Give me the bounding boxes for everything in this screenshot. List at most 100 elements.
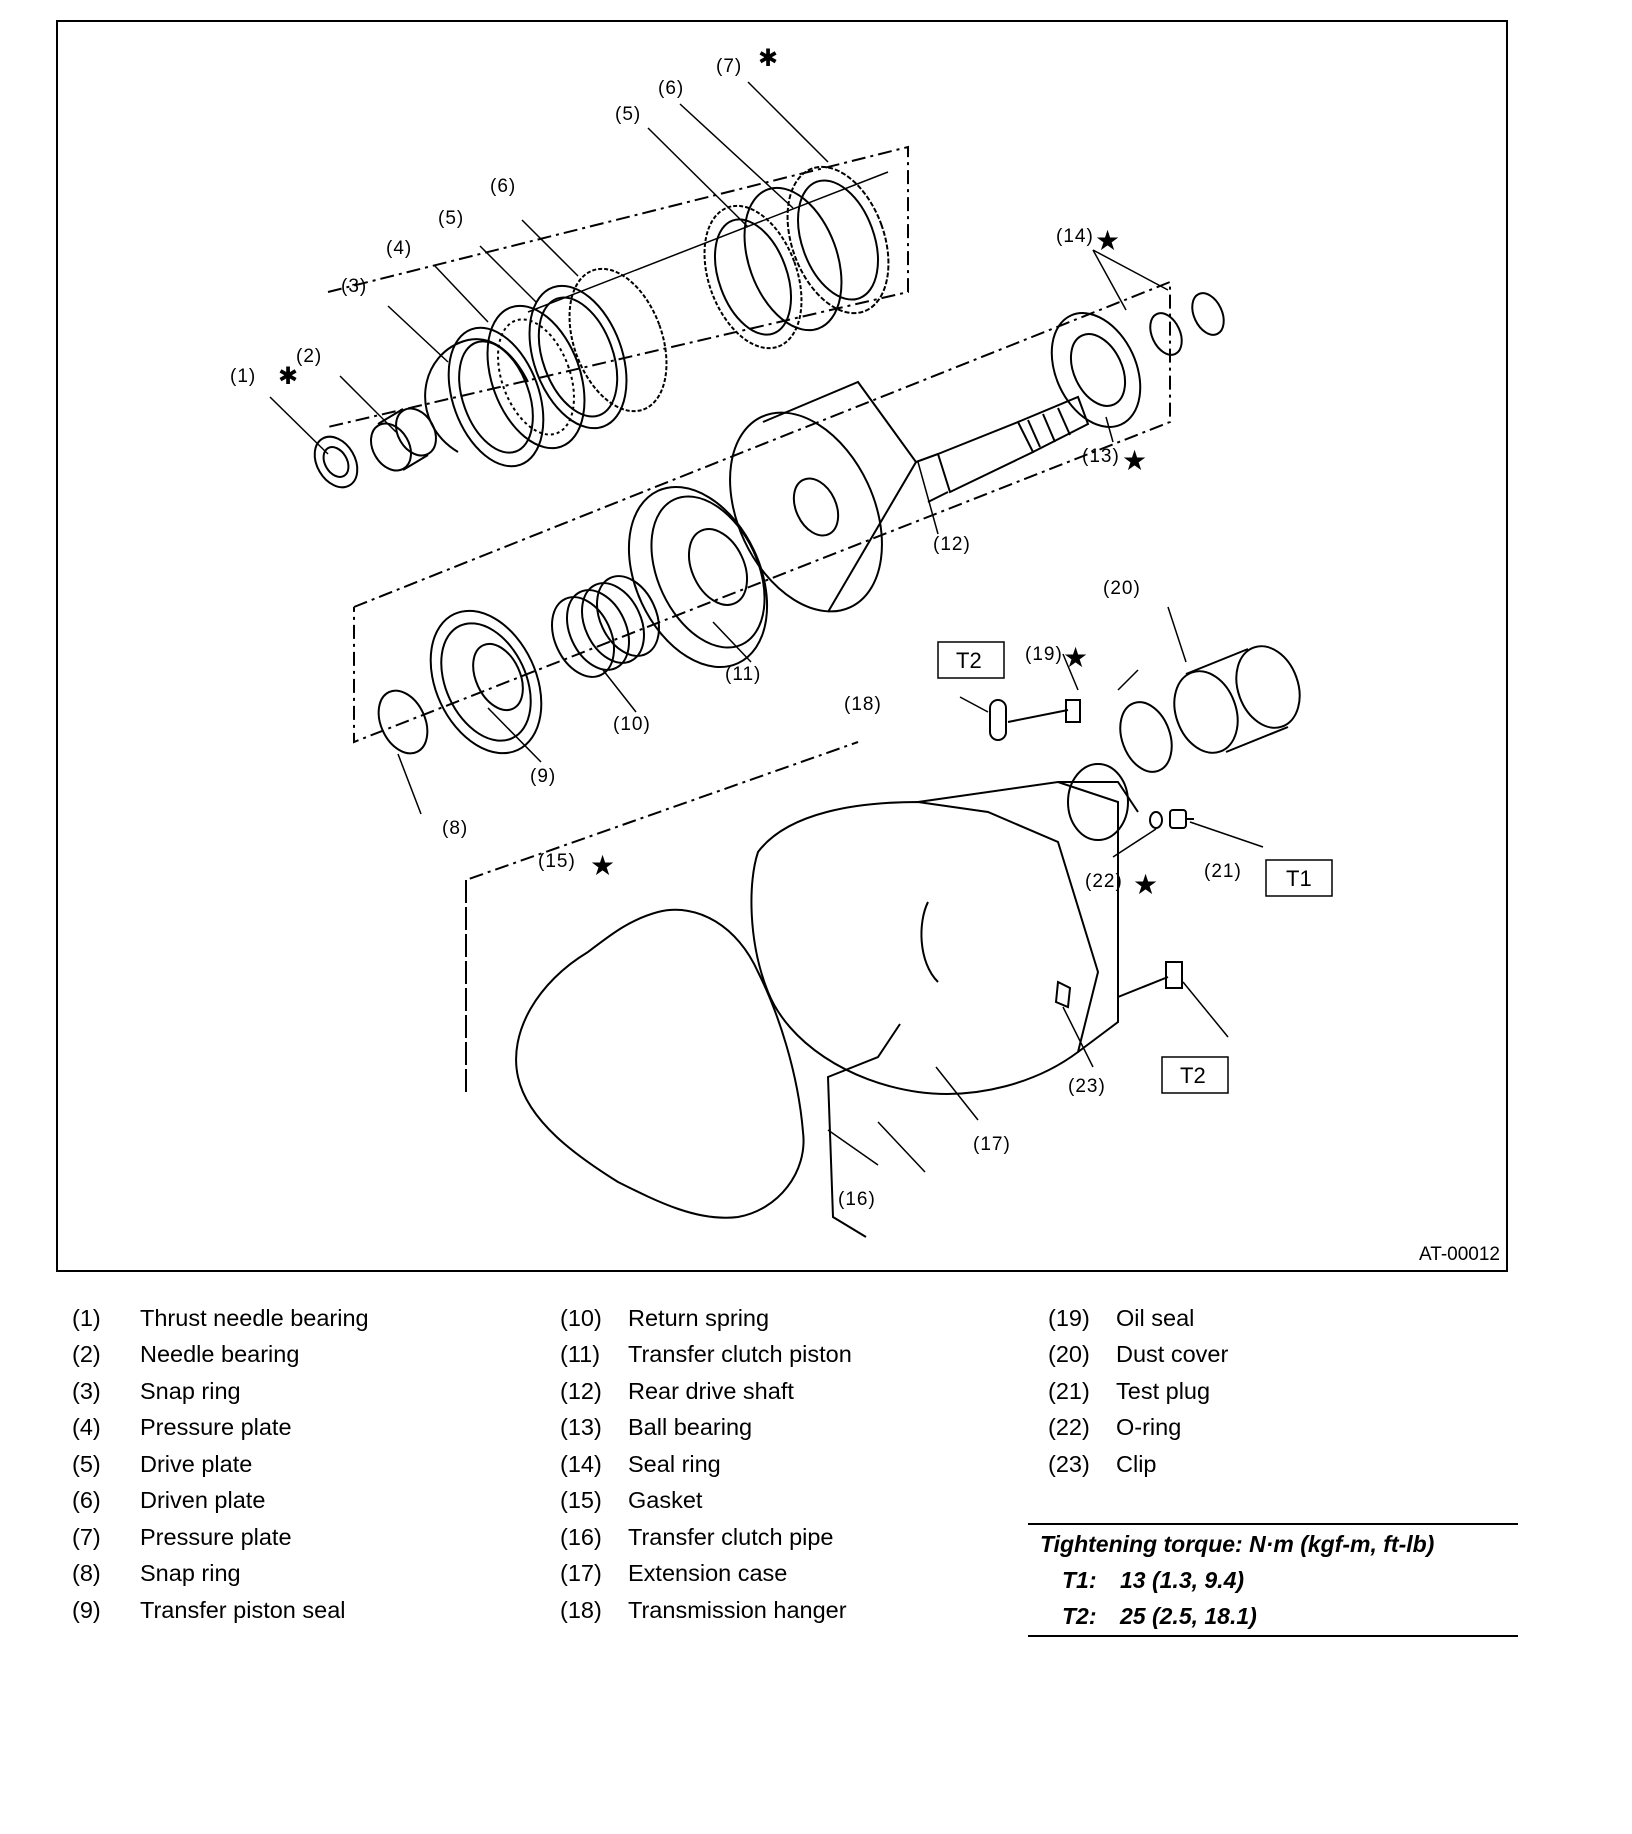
transmission-hanger [989, 699, 1081, 741]
callout-13: (13) [1082, 446, 1120, 467]
list-item: (14)Seal ring [560, 1450, 721, 1477]
list-item: (20)Dust cover [1048, 1341, 1229, 1368]
list-item: (1)Thrust needle bearing [72, 1304, 369, 1331]
callout-1: (1) [230, 366, 256, 387]
clutch-plates-right [703, 165, 890, 350]
seal-rings [1149, 292, 1225, 356]
clutch-plates-left [486, 267, 668, 450]
pressure-plate-4 [447, 326, 545, 468]
callout-16: (16) [838, 1189, 876, 1210]
callouts: (1) (2) (3) (4) (5) (6) (5) (6) (7) (8) … [230, 56, 1242, 1210]
parts-legend: (1)Thrust needle bearing (2)Needle beari… [72, 1300, 1522, 1640]
thrust-needle-bearing [313, 435, 359, 489]
clutch-pack-frame [327, 145, 909, 428]
o-ring [1149, 811, 1163, 829]
dust-cover [1173, 645, 1301, 754]
callout-5b: (5) [615, 104, 641, 125]
torque-tag-t1: T1 [1265, 859, 1333, 897]
star-icon: ★ [1133, 869, 1158, 900]
svg-text:T2: T2 [956, 648, 982, 673]
transfer-clutch-piston [627, 486, 769, 668]
callout-4: (4) [386, 238, 412, 259]
torque-tag-t2-bottom: T2 [1161, 1056, 1229, 1094]
callout-14: (14) [1056, 226, 1094, 247]
list-item: (7)Pressure plate [72, 1523, 292, 1550]
legend-column-1: (1)Thrust needle bearing (2)Needle beari… [72, 1300, 369, 1629]
callout-18: (18) [844, 694, 882, 715]
list-item: (4)Pressure plate [72, 1414, 292, 1441]
callout-2: (2) [296, 346, 322, 367]
list-item: (17)Extension case [560, 1560, 788, 1587]
asterisk-icon: ✱ [278, 363, 298, 390]
list-item: (18)Transmission hanger [560, 1596, 847, 1623]
list-item: (16)Transfer clutch pipe [560, 1523, 834, 1550]
ball-bearing [1050, 312, 1142, 428]
svg-text:T1: T1 [1286, 866, 1312, 891]
callout-9: (9) [530, 766, 556, 787]
callout-22: (22) [1085, 871, 1123, 892]
shaft-frame [353, 280, 1171, 744]
extension-case [750, 763, 1139, 1095]
clip [1054, 961, 1183, 1009]
torque-row-t2: T2:25 (2.5, 18.1) [1062, 1603, 1257, 1629]
callout-5a: (5) [438, 208, 464, 229]
callout-8: (8) [442, 818, 468, 839]
list-item: (10)Return spring [560, 1304, 770, 1331]
list-item: (6)Driven plate [72, 1487, 266, 1514]
list-item: (9)Transfer piston seal [72, 1596, 346, 1623]
list-item: (22)O-ring [1048, 1414, 1182, 1441]
oil-seal [1119, 701, 1173, 773]
tightening-torque-table: Tightening torque: N·m (kgf-m, ft-lb) T1… [1028, 1523, 1518, 1637]
gasket [515, 908, 805, 1219]
callout-17: (17) [973, 1134, 1011, 1155]
legend-column-2: (10)Return spring (11)Transfer clutch pi… [560, 1300, 852, 1629]
callout-19: (19) [1025, 644, 1063, 665]
torque-title: Tightening torque: N·m (kgf-m, ft-lb) [1040, 1531, 1435, 1557]
list-item: (19)Oil seal [1048, 1304, 1195, 1331]
svg-text:T2: T2 [1180, 1063, 1206, 1088]
star-icon: ★ [1122, 445, 1147, 476]
callout-6b: (6) [658, 78, 684, 99]
callout-21: (21) [1204, 861, 1242, 882]
list-item: (15)Gasket [560, 1487, 703, 1514]
callout-11: (11) [725, 664, 761, 685]
star-icon: ★ [590, 850, 615, 881]
needle-bearing [370, 407, 437, 472]
list-item: (2)Needle bearing [72, 1341, 300, 1368]
leader-lines [269, 81, 1264, 1173]
list-item: (11)Transfer clutch piston [560, 1341, 852, 1368]
rear-drive-shaft [729, 380, 1090, 613]
list-item: (23)Clip [1048, 1450, 1157, 1477]
callout-23: (23) [1068, 1076, 1106, 1097]
transfer-clutch-pipe [826, 1023, 901, 1238]
callout-6a: (6) [490, 176, 516, 197]
return-spring [551, 575, 660, 678]
callout-7: (7) [716, 56, 742, 77]
asterisk-icon: ✱ [758, 45, 778, 72]
list-item: (12)Rear drive shaft [560, 1377, 794, 1404]
list-item: (21)Test plug [1048, 1377, 1211, 1404]
legend-column-3: (19)Oil seal (20)Dust cover (21)Test plu… [1048, 1300, 1228, 1483]
star-icon: ★ [1063, 642, 1088, 673]
snap-ring-8 [377, 689, 429, 755]
torque-row-t1: T1:13 (1.3, 9.4) [1062, 1567, 1245, 1593]
star-icon: ★ [1095, 225, 1120, 256]
callout-12: (12) [933, 534, 971, 555]
callout-3: (3) [341, 276, 367, 297]
transfer-piston-seal [429, 609, 543, 755]
list-item: (8)Snap ring [72, 1560, 241, 1587]
callout-10: (10) [613, 714, 651, 735]
exploded-view-diagram: (1) (2) (3) (4) (5) (6) (5) (6) (7) (8) … [230, 45, 1333, 1238]
list-item: (13)Ball bearing [560, 1414, 753, 1441]
snap-ring-3 [424, 338, 529, 453]
figure-id: AT-00012 [1419, 1244, 1500, 1265]
case-frame [465, 741, 859, 1094]
test-plug [1169, 809, 1194, 829]
list-item: (3)Snap ring [72, 1377, 241, 1404]
diagram-frame: (1) (2) (3) (4) (5) (6) (5) (6) (7) (8) … [56, 20, 1508, 1272]
callout-20: (20) [1103, 578, 1141, 599]
callout-15: (15) [538, 851, 576, 872]
markers: ✱ ✱ ★ ★ ★ ★ ★ [278, 45, 1158, 900]
torque-tag-t2-top: T2 [937, 641, 1005, 679]
list-item: (5)Drive plate [72, 1450, 253, 1477]
